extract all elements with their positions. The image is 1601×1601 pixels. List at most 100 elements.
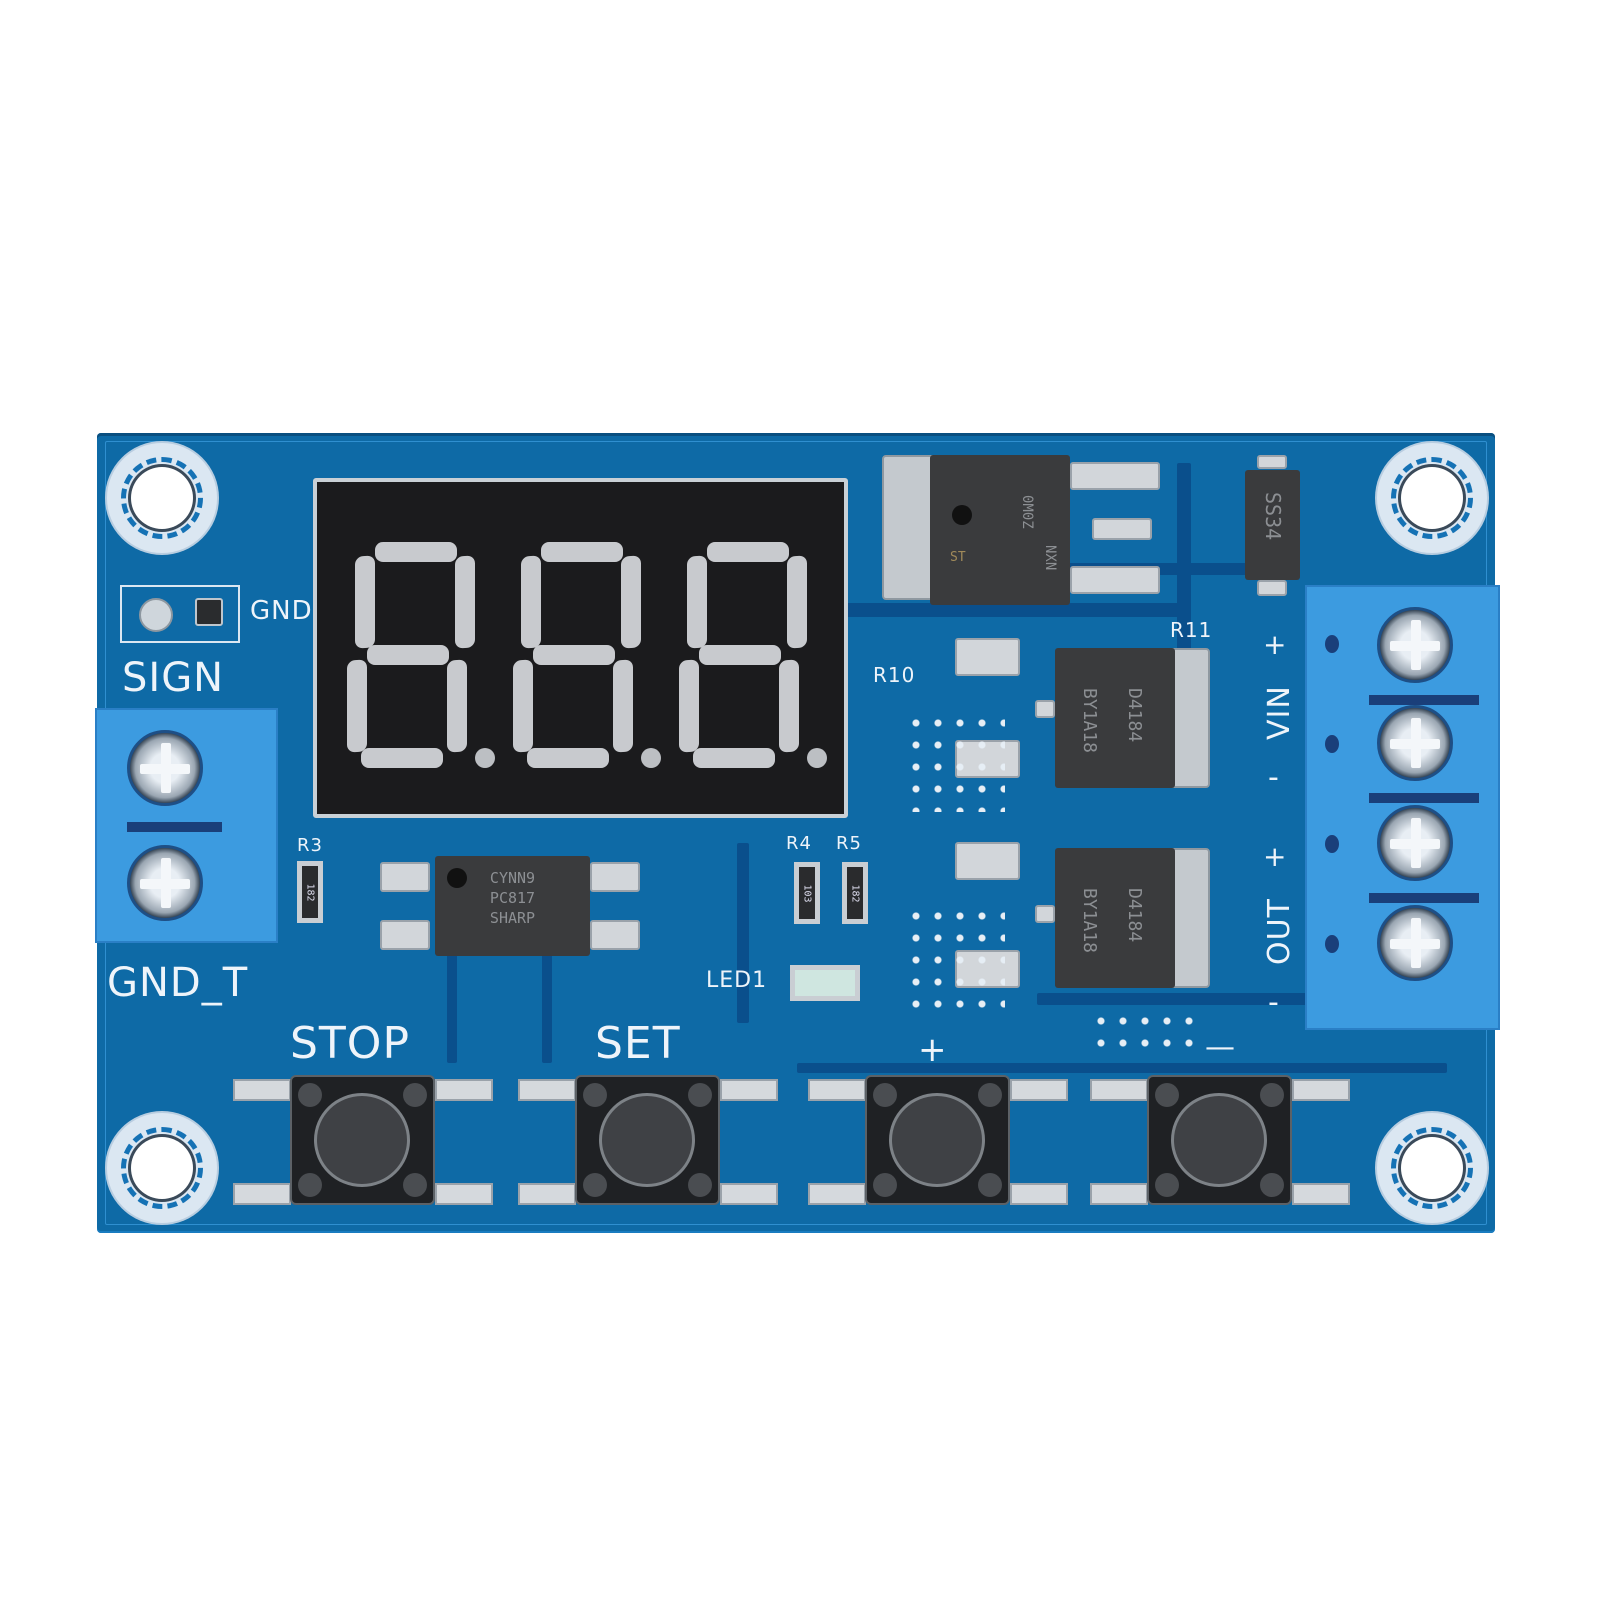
button-leg (1090, 1183, 1148, 1205)
segment-e (513, 659, 533, 753)
silk-out-minus: - (1268, 985, 1280, 1020)
opto-marking-1: CYNN9 (489, 869, 536, 887)
silk-r4: R4 (786, 833, 812, 854)
stop-button-body[interactable] (290, 1075, 435, 1205)
silk-minus: — (1205, 1030, 1236, 1065)
button-leg (518, 1079, 576, 1101)
minus-button[interactable] (1090, 1075, 1350, 1210)
pcb-trace (542, 953, 552, 1063)
segment-b (455, 555, 475, 649)
button-peg (688, 1173, 712, 1197)
silk-r5: R5 (836, 833, 862, 854)
terminal-divider (1369, 793, 1479, 803)
pcb-trace (737, 603, 1187, 617)
resistor-r5: 182 (842, 862, 868, 924)
set-button-body[interactable] (575, 1075, 720, 1205)
signal-pad-outline (120, 585, 240, 643)
terminal-screw-vin-plus[interactable] (1377, 607, 1453, 683)
segment-g (533, 645, 615, 665)
button-leg (1010, 1183, 1068, 1205)
diode-lead (1257, 455, 1287, 469)
set-button-cap[interactable] (599, 1093, 695, 1187)
button-peg (873, 1173, 897, 1197)
silk-vin: VIN (1262, 685, 1297, 740)
plus-button-cap[interactable] (889, 1093, 985, 1187)
segment-g (699, 645, 781, 665)
opto-pin1-dot (447, 868, 467, 888)
segment-g (367, 645, 449, 665)
terminal-screw-gnd-t[interactable] (127, 845, 203, 921)
capacitor-smd (1092, 518, 1152, 540)
opto-pad (590, 920, 640, 950)
set-button[interactable] (518, 1075, 778, 1210)
via-array (905, 905, 1005, 1015)
regulator-marking-2: 0M0Z (1019, 495, 1035, 529)
optocoupler-pc817: CYNN9 PC817 SHARP (435, 856, 590, 956)
power-terminal-block[interactable] (1305, 585, 1500, 1030)
silk-gnd-t: GND_T (107, 960, 249, 1006)
button-peg (583, 1083, 607, 1107)
opto-pad (590, 862, 640, 892)
resistor-r3: 182 (297, 861, 323, 923)
button-peg (1155, 1083, 1179, 1107)
terminal-screw-vin-minus[interactable] (1377, 705, 1453, 781)
signal-pad-square (195, 598, 223, 626)
silk-vin-minus: - (1268, 760, 1280, 795)
signal-terminal-block[interactable] (95, 708, 278, 943)
signal-pad-round (139, 598, 173, 632)
silk-sign: SIGN (122, 655, 225, 701)
mounting-hole-bottom-left (107, 1113, 217, 1223)
silk-out: OUT (1262, 898, 1297, 965)
minus-button-body[interactable] (1147, 1075, 1292, 1205)
regulator-lead-pad (1070, 462, 1160, 490)
opto-pad (380, 920, 430, 950)
button-leg (1292, 1079, 1350, 1101)
segment-a (375, 542, 457, 562)
segment-d (693, 748, 775, 768)
button-peg (403, 1083, 427, 1107)
mosfet-top: D4184 BY1A18 (1055, 648, 1175, 788)
diode-ss34: SS34 (1245, 470, 1300, 580)
button-peg (298, 1083, 322, 1107)
button-leg (1292, 1183, 1350, 1205)
mounting-hole-top-left (107, 443, 217, 553)
button-peg (688, 1083, 712, 1107)
terminal-marker-dot (1325, 835, 1339, 853)
button-peg (1155, 1173, 1179, 1197)
mosfet-bottom-mid-pad (1035, 905, 1055, 923)
segment-f (355, 555, 375, 649)
terminal-divider (127, 822, 222, 832)
silk-set: SET (595, 1018, 681, 1069)
stop-button[interactable] (233, 1075, 493, 1210)
led1 (790, 965, 860, 1001)
minus-button-cap[interactable] (1171, 1093, 1267, 1187)
stop-button-cap[interactable] (314, 1093, 410, 1187)
button-peg (873, 1083, 897, 1107)
button-peg (298, 1173, 322, 1197)
terminal-screw-sign[interactable] (127, 730, 203, 806)
terminal-marker-dot (1325, 635, 1339, 653)
resistor-r3-marking: 182 (304, 882, 316, 902)
button-peg (583, 1173, 607, 1197)
mosfet-bottom: D4184 BY1A18 (1055, 848, 1175, 988)
mosfet-top-marking-2: BY1A18 (1079, 688, 1100, 754)
plus-button[interactable] (808, 1075, 1068, 1210)
button-leg (1090, 1079, 1148, 1101)
button-leg (808, 1183, 866, 1205)
opto-pad (380, 862, 430, 892)
plus-button-body[interactable] (865, 1075, 1010, 1205)
mosfet-top-mid-pad (1035, 700, 1055, 718)
button-peg (978, 1083, 1002, 1107)
regulator-logo: ST (950, 550, 966, 565)
resistor-r4-marking: 103 (801, 883, 813, 903)
opto-marking-3: SHARP (489, 909, 536, 927)
seven-segment-display (313, 478, 848, 818)
button-leg (720, 1079, 778, 1101)
terminal-screw-out-plus[interactable] (1377, 805, 1453, 881)
segment-b (787, 555, 807, 649)
button-leg (435, 1079, 493, 1101)
segment-c (447, 659, 467, 753)
segment-b (621, 555, 641, 649)
terminal-screw-out-minus[interactable] (1377, 905, 1453, 981)
diode-marking: SS34 (1261, 492, 1285, 541)
